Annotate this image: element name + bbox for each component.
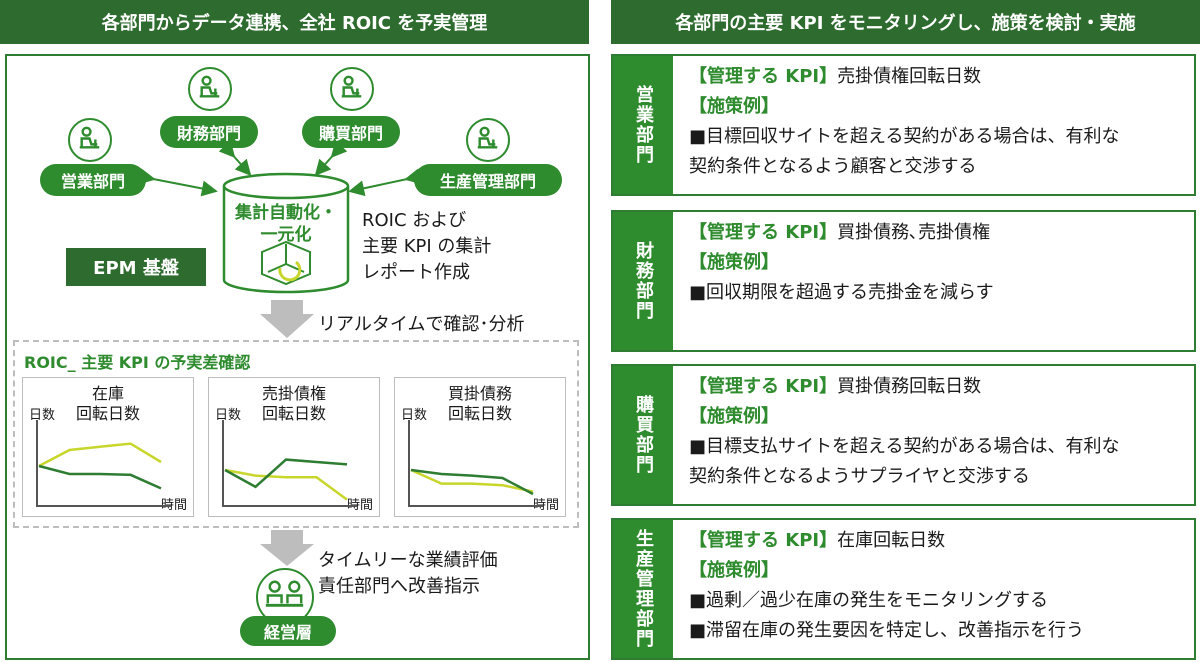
kpi-value: 売掛債権回転日数 xyxy=(837,66,982,87)
kpi-line: 【管理する KPI】在庫回転日数 xyxy=(689,526,1186,556)
roic-text: ROIC および 主要 KPI の集計 レポート作成 xyxy=(362,210,492,283)
measure-label: 【施策例】 xyxy=(689,252,779,273)
epm-platform-label: EPM 基盤 xyxy=(66,248,206,286)
chart-xlabel: 時間 xyxy=(160,498,187,513)
left-header: 各部門からデータ連携、全社 ROIC を予実管理 xyxy=(0,0,589,44)
chart-axes xyxy=(36,420,171,507)
chart-ylabel: 日数 xyxy=(215,408,242,423)
chart-inventory: 在庫 回転日数 日数 時間 xyxy=(22,377,194,517)
chart-axes xyxy=(408,420,543,507)
kpi-value: 買掛債務､売掛債権 xyxy=(837,222,991,243)
gray-arrow-1 xyxy=(260,300,314,338)
dept-pill-sales: 営業部門 xyxy=(40,164,146,196)
kpi-line: 【管理する KPI】売掛債権回転日数 xyxy=(689,62,1186,92)
connector-arrows xyxy=(138,140,422,566)
chart-receivables: 売掛債権 回転日数 日数 時間 xyxy=(208,377,380,517)
chart-plot xyxy=(222,420,357,507)
left-frame xyxy=(5,54,590,660)
chart-axes xyxy=(222,420,357,507)
dept-tab: 生産管理部門 xyxy=(613,520,673,658)
dept-card-purchasing: 購買部門 【管理する KPI】買掛債務回転日数 【施策例】 ■目標支払サイトを超… xyxy=(611,364,1196,506)
measure-item: ■過剰／過少在庫の発生をモニタリングする xyxy=(689,590,1049,611)
dept-pill-finance: 財務部門 xyxy=(160,116,258,148)
measure-item: ■滞留在庫の発生要因を特定し、改善指示を行う xyxy=(689,620,1085,641)
kpi-label: 【管理する KPI】 xyxy=(689,376,838,397)
chart-xlabel: 時間 xyxy=(346,498,373,513)
gray-arrow-2 xyxy=(260,530,314,566)
measure-item: ■目標支払サイトを超える契約がある場合は、有利な 契約条件となるようサプライヤと… xyxy=(689,436,1120,487)
person-desk-icon xyxy=(188,67,232,111)
chart-series-line-1 xyxy=(224,458,348,489)
kpi-value: 買掛債務回転日数 xyxy=(837,376,982,397)
chart-series-line-1 xyxy=(410,468,534,496)
person-desk-icon xyxy=(330,67,374,111)
chart-title: 売掛債権 回転日数 xyxy=(261,384,326,423)
person-desk-icon xyxy=(68,118,112,162)
measure-item: ■回収期限を超過する売掛金を減らす xyxy=(689,282,994,303)
chart-plot xyxy=(408,420,543,507)
kpi-label: 【管理する KPI】 xyxy=(689,66,838,87)
kpi-label: 【管理する KPI】 xyxy=(689,530,838,551)
timely-text: タイムリーな業績評価 責任部門へ改善指示 xyxy=(318,550,498,597)
realtime-text: リアルタイムで確認･分析 xyxy=(318,314,525,335)
kpi-value: 在庫回転日数 xyxy=(837,530,946,551)
dept-card-finance: 財務部門 【管理する KPI】買掛債務､売掛債権 【施策例】 ■回収期限を超過す… xyxy=(611,210,1196,352)
chart-xlabel: 時間 xyxy=(532,498,559,513)
dept-pill-production: 生産管理部門 xyxy=(414,164,562,196)
dept-tab: 営業部門 xyxy=(613,56,673,194)
management-pill: 経営層 xyxy=(240,616,336,646)
dept-tab: 購買部門 xyxy=(613,366,673,504)
arrow-purchasing xyxy=(314,140,348,176)
dept-card-production: 生産管理部門 【管理する KPI】在庫回転日数 【施策例】 ■過剰／過少在庫の発… xyxy=(611,518,1196,660)
chart-title: 在庫 回転日数 xyxy=(75,384,140,423)
chart-series-line-1 xyxy=(38,464,162,490)
person-desk-icon xyxy=(466,118,510,162)
measure-label: 【施策例】 xyxy=(689,406,779,427)
chart-plot xyxy=(36,420,171,507)
db-label: 集計自動化・ 一元化 xyxy=(235,203,337,245)
chart-payables: 買掛債務 回転日数 日数 時間 xyxy=(394,377,566,517)
database-cylinder: 集計自動化・ 一元化 xyxy=(222,172,350,296)
chart-series-line-0 xyxy=(38,442,162,468)
dept-tab: 財務部門 xyxy=(613,212,673,350)
cube-icon xyxy=(261,240,311,286)
dept-pill-purchasing: 購買部門 xyxy=(302,116,400,148)
measure-label: 【施策例】 xyxy=(689,560,779,581)
panel-title: ROIC_ 主要 KPI の予実差確認 xyxy=(24,353,251,372)
kpi-line: 【管理する KPI】買掛債務回転日数 xyxy=(689,372,1186,402)
kpi-label: 【管理する KPI】 xyxy=(689,222,838,243)
arrow-production xyxy=(348,168,422,197)
kpi-variance-panel xyxy=(13,340,579,528)
dept-card-sales: 営業部門 【管理する KPI】売掛債権回転日数 【施策例】 ■目標回収サイトを超… xyxy=(611,54,1196,196)
chart-ylabel: 日数 xyxy=(401,408,428,423)
measure-item: ■目標回収サイトを超える契約がある場合は、有利な 契約条件となるよう顧客と交渉す… xyxy=(689,126,1120,177)
chart-series-line-0 xyxy=(224,468,348,501)
measure-label: 【施策例】 xyxy=(689,96,779,117)
chart-series-line-0 xyxy=(410,468,534,493)
kpi-line: 【管理する KPI】買掛債務､売掛債権 xyxy=(689,218,1186,248)
right-header: 各部門の主要 KPI をモニタリングし、施策を検討・実施 xyxy=(611,0,1200,44)
chart-title: 買掛債務 回転日数 xyxy=(447,384,512,423)
arrow-sales xyxy=(138,168,218,197)
chart-ylabel: 日数 xyxy=(29,408,56,423)
arrow-finance xyxy=(218,140,252,176)
